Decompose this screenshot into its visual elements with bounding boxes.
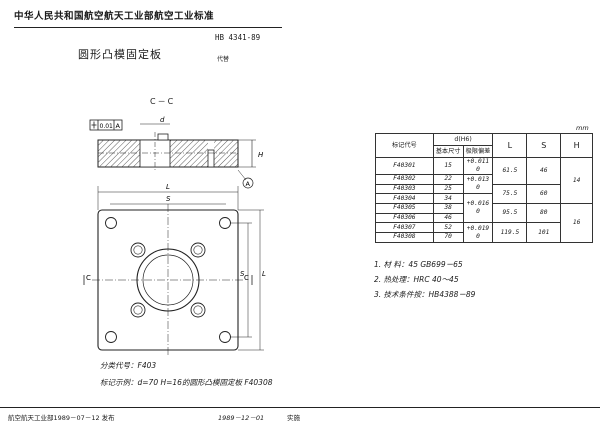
l-cell: 95.5 (492, 203, 528, 224)
datum-label: A (246, 180, 251, 188)
section-c-right: C (244, 274, 249, 282)
header-h: H (560, 133, 593, 158)
deviation-upper: +0.019 (466, 224, 490, 232)
footer-implement: 实施 (287, 414, 300, 422)
s-cell: 101 (526, 222, 562, 243)
note-material: 1. 材 料：45 GB699－65 (374, 260, 463, 269)
replaces-label: 代替 (217, 56, 230, 63)
footer-effective-date: 1989－12－01 (218, 414, 265, 422)
d-cell: 52 (432, 222, 464, 234)
deviation-upper: +0.011 (466, 158, 490, 165)
header-l: L (492, 133, 528, 158)
technical-drawing: 0.01 A H d A L S (83, 116, 266, 356)
dim-s-top: S (166, 195, 171, 203)
d-cell: 38 (432, 203, 464, 214)
d-cell: 46 (432, 212, 464, 224)
inner-holes (130, 242, 206, 318)
section-view: H d A (97, 116, 264, 189)
dim-l-side: L (262, 270, 266, 278)
s-cell: 80 (526, 203, 562, 224)
standard-number: HB 4341-89 (215, 33, 261, 42)
dim-h-label: H (258, 151, 264, 159)
code-cell: F40303 (375, 183, 434, 195)
dim-s-side: S (240, 270, 245, 278)
h-cell: 14 (560, 156, 593, 205)
code-cell: F40306 (375, 212, 434, 224)
datum-circle (242, 177, 254, 189)
deviation-lower: 0 (476, 166, 480, 173)
d-cell: 34 (432, 193, 464, 205)
l-cell: 75.5 (492, 183, 528, 205)
section-c-left: C (86, 274, 91, 282)
code-cell: F40308 (375, 232, 434, 243)
code-cell: F40304 (375, 193, 434, 205)
footer-rule (0, 407, 600, 408)
code-cell: F40301 (375, 157, 434, 175)
tolerance-value: 0.01 (100, 123, 114, 130)
dimension-table: 标记代号 d(H6) L S H 基本尺寸 极限偏差 F40301 15 +0.… (375, 133, 593, 243)
table-row: F40303 25 75.5 60 (375, 183, 593, 205)
s-cell: 46 (526, 157, 562, 185)
l-cell: 61.5 (492, 157, 528, 185)
plan-view: C C (83, 204, 253, 356)
deviation-upper: +0.016 (466, 200, 490, 208)
deviation-lower: 0 (476, 232, 480, 240)
marking-example: 标记示例：d=70 H=16的圆形凸模固定板 F40308 (100, 378, 273, 387)
deviation-lower: 0 (476, 184, 480, 192)
footer-publisher: 航空航天工业部1989－07－12 发布 (8, 414, 115, 422)
d-cell: 15 (432, 157, 464, 175)
document-title: 圆形凸模固定板 (78, 48, 162, 61)
table-row: F40308 70 (375, 232, 593, 243)
d-cell: 70 (432, 232, 464, 243)
tolerance-datum: A (116, 122, 121, 130)
header-d-basic: 基本尺寸 (432, 145, 464, 158)
code-cell: F40307 (375, 222, 434, 234)
code-cell: F40302 (375, 174, 434, 185)
h-cell: 16 (560, 203, 593, 243)
table-unit: mm (576, 124, 589, 132)
code-cell: F40305 (375, 203, 434, 214)
header-s: S (526, 133, 562, 158)
s-cell: 60 (526, 183, 562, 205)
dim-d-label: d (160, 116, 165, 124)
center-bore (136, 248, 200, 312)
classification-code: 分类代号：F403 (100, 361, 157, 370)
note-heat-treatment: 2. 热处理：HRC 40～45 (374, 275, 459, 284)
l-cell: 119.5 (492, 222, 528, 243)
d-cell: 22 (432, 174, 464, 185)
section-label: C－C (150, 97, 176, 106)
note-tech-conditions: 3. 技术条件按：HB4388－89 (374, 290, 476, 299)
header-code: 标记代号 (375, 133, 434, 158)
deviation-lower: 0 (476, 208, 480, 216)
header-d-dev: 极限偏差 (462, 145, 494, 158)
tolerance-frame: 0.01 A (89, 119, 123, 131)
d-cell: 25 (432, 183, 464, 195)
header-rule (14, 27, 282, 28)
side-dimensions: S L (230, 209, 266, 351)
standard-header: 中华人民共和国航空航天工业部航空工业标准 (14, 11, 215, 22)
deviation-upper: +0.013 (466, 176, 490, 184)
dim-l-top: L (166, 183, 170, 191)
header-d: d(H6) (432, 133, 494, 146)
technical-notes: 1. 材 料：45 GB699－65 2. 热处理：HRC 40～45 3. 技… (374, 257, 475, 302)
